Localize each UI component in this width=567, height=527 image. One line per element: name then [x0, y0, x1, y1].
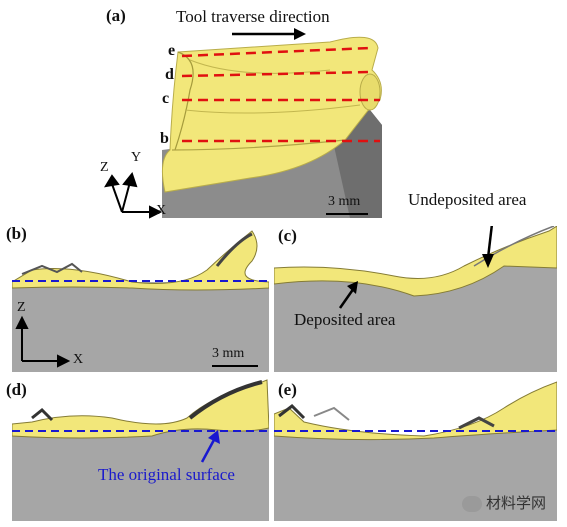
substrate-d	[12, 428, 269, 521]
substrate-c	[274, 266, 557, 372]
panel-b	[12, 226, 269, 372]
deposit-e	[274, 381, 557, 441]
panel-e	[274, 378, 557, 521]
substrate-e	[274, 430, 557, 521]
axes-b	[15, 315, 71, 368]
slice-label-e: e	[168, 42, 176, 59]
slice-label-d: d	[165, 66, 174, 83]
slice-label-b: b	[160, 130, 169, 147]
axis-y-a: Y	[131, 150, 142, 165]
axis-z-b: Z	[17, 300, 26, 315]
panel-b-label: (b)	[6, 224, 27, 243]
watermark: 材料学网	[462, 492, 546, 513]
panel-d	[12, 378, 269, 521]
panel-e-label: (e)	[278, 380, 297, 399]
panel-c	[274, 226, 557, 372]
watermark-text: 材料学网	[486, 494, 547, 512]
panel-c-label: (c)	[278, 226, 297, 245]
scale-text-a: 3 mm	[328, 194, 361, 209]
traverse-arrow	[232, 28, 306, 40]
wechat-icon	[462, 495, 482, 512]
original-surface-text: The original surface	[98, 465, 235, 484]
axis-x-b: X	[73, 352, 84, 367]
panel-a-label: (a)	[106, 6, 126, 25]
original-surface-arrow	[200, 430, 220, 463]
axis-x-a: X	[156, 203, 167, 218]
axes-triad-a	[104, 171, 163, 219]
scale-text-b: 3 mm	[212, 346, 245, 361]
undeposited-arrow	[482, 226, 494, 268]
deposit-d	[12, 379, 269, 439]
tool-traverse-direction-text: Tool traverse direction	[176, 7, 330, 26]
panel-d-label: (d)	[6, 380, 27, 399]
slice-label-c: c	[162, 90, 170, 107]
panel-a-figure	[104, 28, 382, 219]
substrate-b	[12, 282, 269, 372]
undeposited-area-text: Undeposited area	[408, 190, 527, 209]
axis-z-a: Z	[100, 160, 109, 175]
deposited-arrow	[338, 281, 358, 309]
deposited-area-text: Deposited area	[294, 310, 396, 329]
deposit-c	[274, 226, 557, 297]
